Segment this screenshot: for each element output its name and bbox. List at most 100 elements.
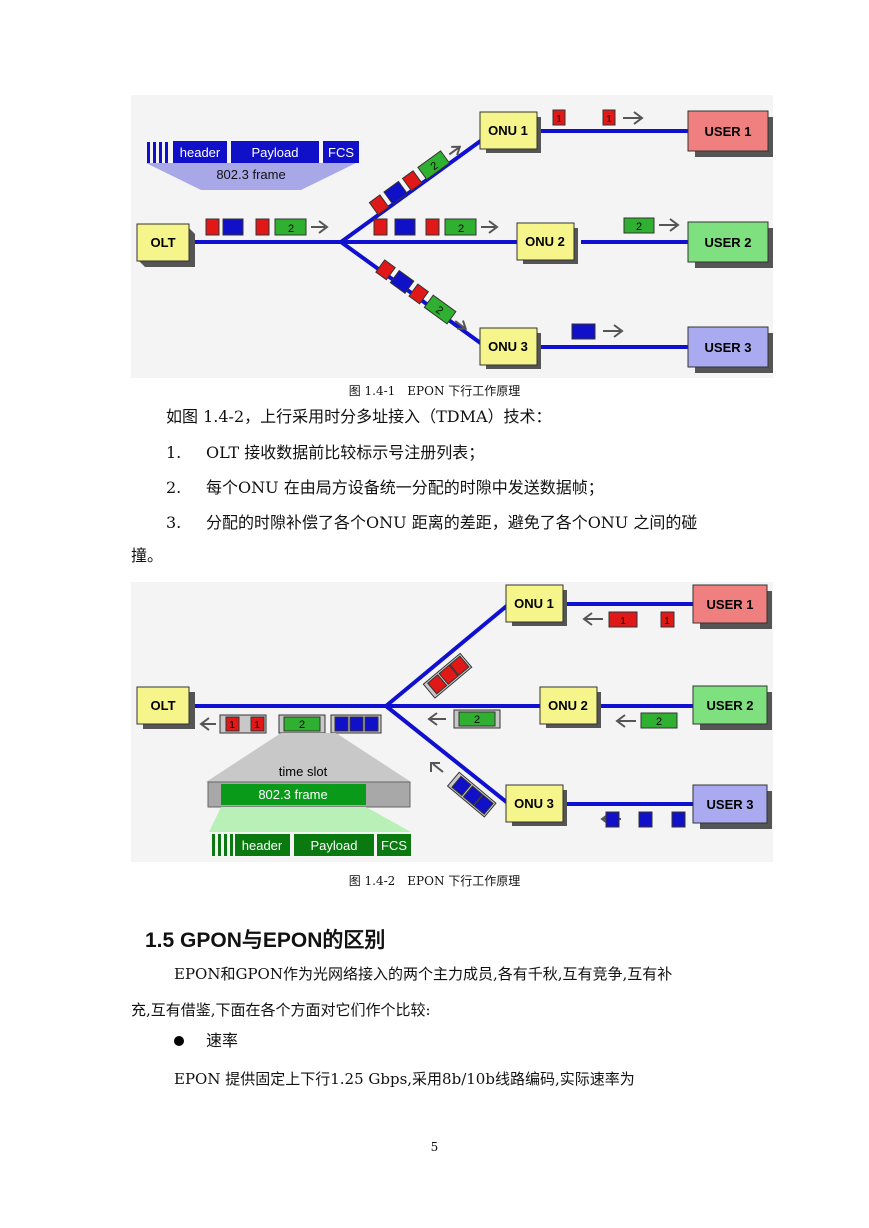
- arrow-right-icon: [311, 220, 329, 234]
- olt-received-frames: 1 1 2: [199, 714, 382, 734]
- olt-label: OLT: [150, 698, 175, 713]
- onu-2-node: ONU 2: [516, 222, 578, 264]
- arrow-left-icon: [427, 712, 446, 726]
- packets-user2: 2: [623, 217, 680, 234]
- pkt-label: 2: [474, 714, 480, 726]
- onu-3-label: ONU 3: [488, 339, 528, 354]
- arrow-right-icon: [481, 220, 499, 234]
- pkt-label: 1: [606, 114, 612, 125]
- body-line-2: 充,互有借鉴,下面在各个方面对它们作个比较:: [131, 1001, 431, 1019]
- time-slot-funnel: [206, 733, 411, 782]
- frame-header: [235, 834, 290, 856]
- list-text: 分配的时隙补偿了各个ONU 距离的差距，避免了各个ONU 之间的碰: [206, 513, 698, 532]
- list-continuation: 撞。: [131, 546, 164, 565]
- frame-header: [173, 141, 227, 163]
- user-1-node: USER 1: [687, 110, 773, 157]
- olt-label: OLT: [150, 235, 175, 250]
- body-line-1: EPON和GPON作为光网络接入的两个主力成员,各有千秋,互有竞争,互有补: [174, 965, 673, 983]
- frame-bar-label: 802.3 frame: [258, 787, 327, 802]
- frame-fcs-label: FCS: [381, 838, 407, 853]
- user-2-node: USER 2: [692, 685, 772, 730]
- user-3-node: USER 3: [692, 784, 772, 829]
- packets-onu1-branch: 2: [368, 145, 462, 216]
- user-2-node: USER 2: [687, 221, 773, 268]
- frame-stripes-icon: [147, 142, 168, 163]
- onu-2-label: ONU 2: [525, 234, 565, 249]
- user-3-node: USER 3: [687, 326, 773, 373]
- user-1-node: USER 1: [692, 584, 772, 629]
- packets-onu2-line: 2: [373, 218, 499, 236]
- pkt-label: 1: [254, 720, 260, 731]
- user-2-label: USER 2: [705, 235, 752, 250]
- bullet-item: 速率: [206, 1031, 239, 1050]
- pkt-label: 2: [299, 719, 305, 731]
- olt-node: OLT: [136, 686, 195, 729]
- list-text: OLT 接收数据前比较标示号注册列表；: [206, 443, 485, 462]
- frame-funnel: [209, 807, 411, 832]
- onu-1-node: ONU 1: [505, 584, 567, 626]
- user-2-label: USER 2: [707, 698, 754, 713]
- list-number: 2.: [166, 478, 182, 497]
- packets-onu1-branch: [422, 652, 473, 699]
- pkt-label: 2: [458, 223, 464, 235]
- list-item-2: 2. 每个ONU 在由局方设备统一分配的时隙中发送数据帧；: [166, 478, 604, 498]
- arrow-right-icon: [454, 320, 468, 330]
- arrow-right-icon: [603, 324, 624, 338]
- user-3-label: USER 3: [707, 797, 754, 812]
- onu-1-label: ONU 1: [488, 123, 528, 138]
- user-3-label: USER 3: [705, 340, 752, 355]
- frame-header-label: header: [242, 838, 283, 853]
- arrow-right-icon: [623, 111, 644, 125]
- arrow-left-icon: [199, 717, 216, 731]
- figure-epon-upstream: OLT ONU 1 ONU 2 ONU 3 USER 1 USER 2 USER…: [131, 582, 773, 862]
- upstream-diagram: OLT ONU 1 ONU 2 ONU 3 USER 1 USER 2 USER…: [131, 582, 773, 862]
- arrow-right-icon: [659, 218, 680, 232]
- frame-fcs: [377, 834, 411, 856]
- frame-bar: [221, 784, 366, 805]
- packets-olt-line: 2: [205, 218, 329, 236]
- pkt-label: 2: [636, 221, 642, 233]
- packets-onu2-branch: 2: [427, 709, 501, 729]
- frame-fcs: [323, 141, 359, 163]
- figure-epon-downstream: header Payload FCS 802.3 frame OLT ONU 1…: [131, 95, 773, 378]
- frame-header-label: header: [180, 145, 221, 160]
- arrow-up-left-icon: [430, 762, 444, 773]
- frame-funnel: [146, 163, 356, 190]
- packets-user1: 1 1: [552, 109, 644, 126]
- time-slot-label: time slot: [279, 764, 328, 779]
- pkt-label: 2: [656, 716, 662, 728]
- arrow-right-icon: [448, 145, 462, 156]
- onu-3-node: ONU 3: [479, 327, 541, 369]
- packets-user3: [600, 811, 686, 828]
- olt-node: OLT: [136, 223, 195, 267]
- arrow-left-icon: [582, 612, 603, 626]
- onu-1-node: ONU 1: [479, 111, 541, 153]
- list-item-3: 3. 分配的时隙补偿了各个ONU 距离的差距，避免了各个ONU 之间的碰: [166, 513, 697, 533]
- frame-payload: [294, 834, 374, 856]
- pkt-label: 1: [620, 616, 626, 627]
- list-item-1: 1.OLT 接收数据前比较标示号注册列表；: [166, 443, 484, 463]
- list-text: 每个ONU 在由局方设备统一分配的时隙中发送数据帧；: [206, 478, 604, 497]
- onu-3-label: ONU 3: [514, 796, 554, 811]
- frame-payload: [231, 141, 319, 163]
- intro-paragraph: 如图 1.4-2，上行采用时分多址接入（TDMA）技术：: [166, 407, 552, 426]
- pkt-label: 1: [556, 114, 562, 125]
- pkt-label: 1: [664, 616, 670, 627]
- packets-onu3-branch: [430, 762, 497, 818]
- onu-2-node: ONU 2: [539, 686, 601, 728]
- section-heading: 1.5 GPON与EPON的区别: [145, 929, 386, 952]
- frame-name-label: 802.3 frame: [216, 167, 285, 182]
- figure-2-caption: 图 1.4-2 EPON 下行工作原理: [348, 874, 521, 888]
- body-line-3: EPON 提供固定上下行1.25 Gbps,采用8b/10b线路编码,实际速率为: [174, 1070, 635, 1088]
- pkt-label: 2: [288, 223, 294, 235]
- page-number: 5: [430, 1140, 439, 1154]
- frame-stripes-icon: [212, 834, 233, 856]
- list-number: 3.: [166, 513, 182, 532]
- arrow-left-icon: [615, 714, 636, 728]
- packets-user3: [571, 323, 624, 340]
- fiber-lines: [191, 129, 696, 349]
- packets-onu3-branch: 2: [375, 259, 468, 330]
- onu-3-node: ONU 3: [505, 784, 567, 826]
- user-1-label: USER 1: [707, 597, 754, 612]
- frame-payload-label: Payload: [311, 838, 358, 853]
